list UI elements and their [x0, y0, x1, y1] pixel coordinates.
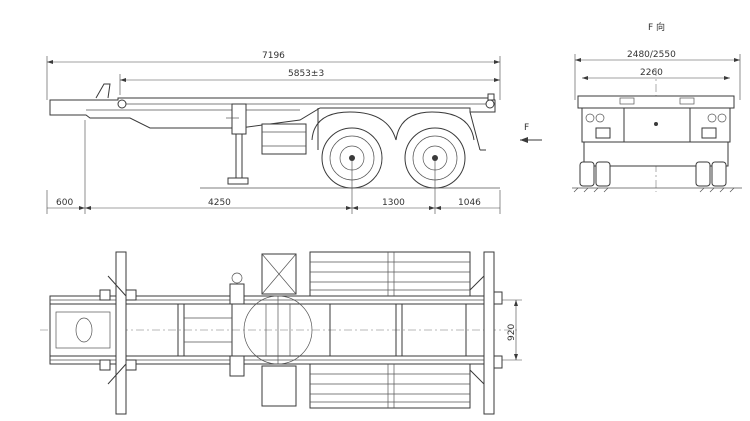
- direction-label: F: [524, 123, 529, 133]
- top-view: 920: [40, 251, 522, 415]
- beam-spacing-dimension: 920: [502, 299, 522, 361]
- view-label: F 向: [648, 21, 665, 33]
- rear-view: F 向 2480/2550 2260: [572, 21, 742, 193]
- overall-length-label: 7196: [262, 51, 285, 61]
- track-width-label: 2260: [640, 68, 663, 78]
- lower-dimensions: 600 4250 1300 1046: [46, 120, 501, 214]
- landing-gear: [226, 103, 249, 185]
- side-view: 7196 5853±3: [46, 51, 542, 214]
- overall-width-label: 2480/2550: [627, 50, 676, 60]
- kingpin-dimension: 5853±3: [119, 69, 500, 95]
- rear-wheels-left: [579, 161, 611, 187]
- wheel-rear: [404, 127, 466, 189]
- overall-length-dimension: 7196: [46, 51, 501, 100]
- axle-spacing-label: 1300: [382, 198, 405, 208]
- wheel-front: [321, 127, 383, 189]
- rear-wheels-right: [695, 161, 727, 187]
- front-overhang-label: 600: [56, 198, 73, 208]
- kingpin-label: 5853±3: [288, 69, 324, 79]
- rear-overhang-label: 1046: [458, 198, 481, 208]
- kingpin-to-axle-label: 4250: [208, 198, 231, 208]
- direction-arrow: F: [520, 123, 542, 143]
- top-wheels: [309, 251, 471, 409]
- beam-spacing-label: 920: [507, 324, 517, 341]
